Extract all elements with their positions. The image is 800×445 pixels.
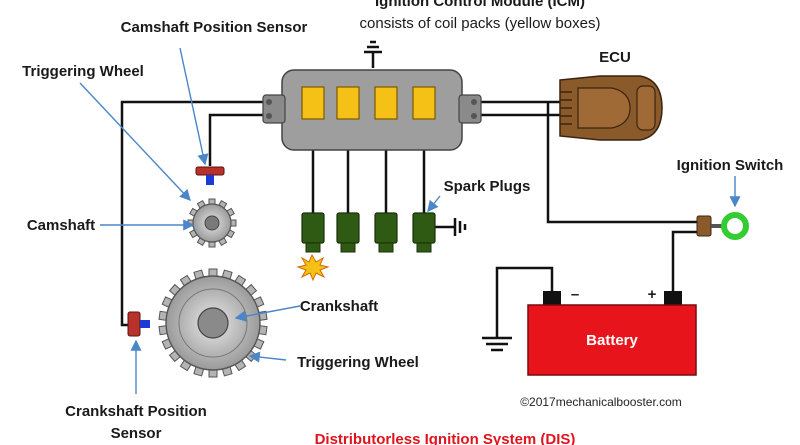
ecu-unit xyxy=(559,75,663,141)
crankshaft-position-sensor xyxy=(127,311,150,337)
spark-plug-1 xyxy=(301,212,325,253)
copyright-text: ©2017mechanicalbooster.com xyxy=(520,395,682,409)
ecu-label: ECU xyxy=(599,49,631,66)
crankshaft-gear xyxy=(158,268,268,378)
coil-pack-3 xyxy=(374,86,398,120)
crankshaft-sensor-label-line2: Sensor xyxy=(111,425,162,442)
ignition-switch xyxy=(696,212,749,240)
diagram-title: Distributorless Ignition System (DIS) xyxy=(315,431,576,445)
coil-pack-2 xyxy=(336,86,360,120)
icm-subtitle: consists of coil packs (yellow boxes) xyxy=(360,15,601,32)
camshaft-label: Camshaft xyxy=(27,217,95,234)
battery-minus-sign: – xyxy=(571,286,579,303)
camshaft-position-sensor xyxy=(195,166,225,185)
pointer-arrows xyxy=(79,47,741,394)
spark-plug-4 xyxy=(412,212,436,253)
ignition-control-module xyxy=(262,69,482,151)
triggering-wheel-bottom-label: Triggering Wheel xyxy=(297,354,419,371)
crankshaft-label: Crankshaft xyxy=(300,298,378,315)
spark-icon xyxy=(296,253,330,282)
battery-unit xyxy=(527,291,697,376)
spark-plug-2 xyxy=(336,212,360,253)
coil-pack-4 xyxy=(412,86,436,120)
ignition-switch-label: Ignition Switch xyxy=(677,157,784,174)
icm-title: Ignition Control Module (ICM) xyxy=(375,0,585,10)
camshaft-sensor-label: Camshaft Position Sensor xyxy=(121,19,308,36)
camshaft-gear xyxy=(187,198,237,248)
coil-pack-1 xyxy=(301,86,325,120)
spark-plugs-label: Spark Plugs xyxy=(444,178,531,195)
triggering-wheel-top-label: Triggering Wheel xyxy=(22,63,144,80)
crankshaft-sensor-label-line1: Crankshaft Position xyxy=(65,403,207,420)
spark-plugs xyxy=(296,212,436,282)
spark-plug-3 xyxy=(374,212,398,253)
battery-label: Battery xyxy=(586,332,638,349)
battery-plus-sign: + xyxy=(648,286,657,303)
